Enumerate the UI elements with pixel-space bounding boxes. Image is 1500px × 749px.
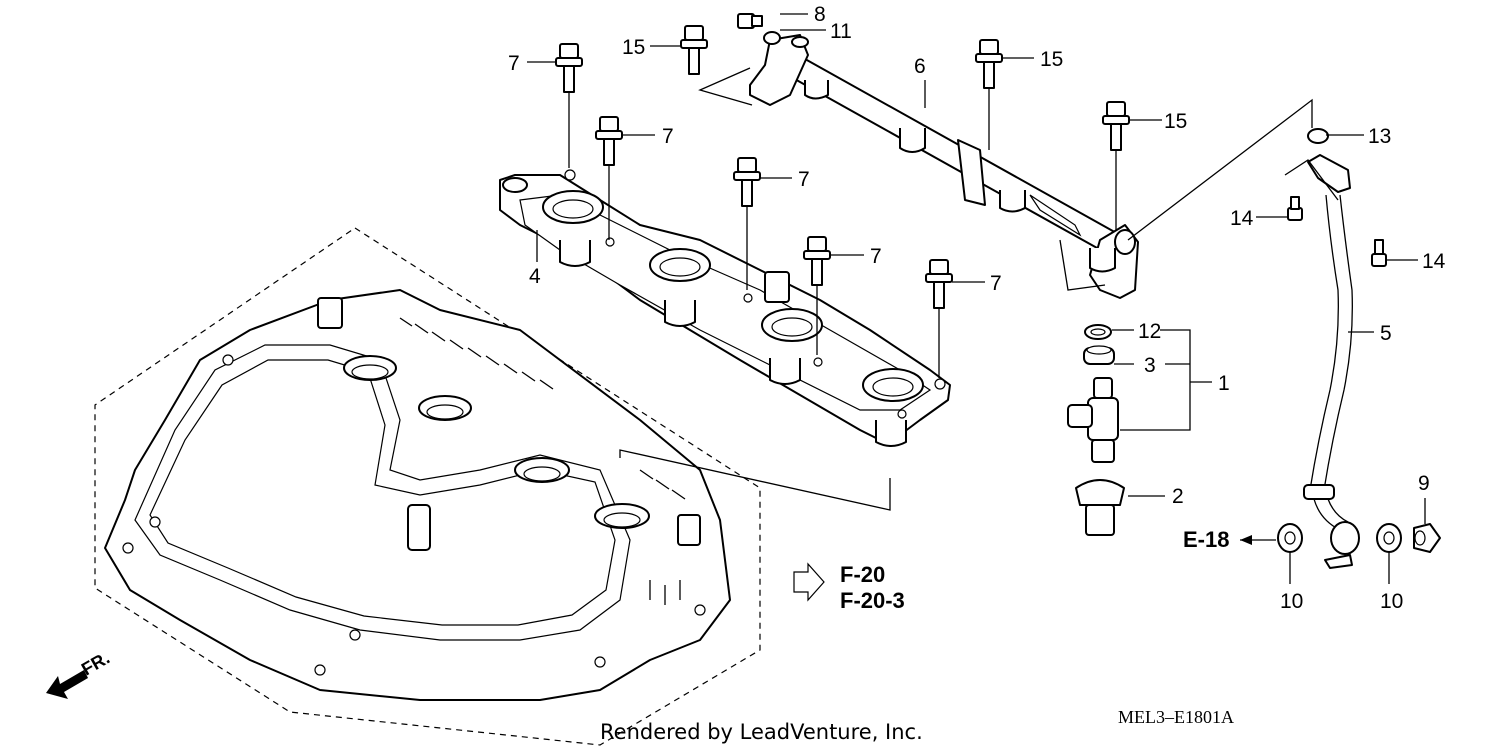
bolt-14a <box>1287 196 1303 221</box>
bolt-15b <box>975 39 1003 150</box>
fuel-hose <box>1277 128 1441 569</box>
bolts <box>555 13 1387 378</box>
bolt-7d <box>803 236 831 355</box>
callout-7e: 7 <box>990 272 1002 295</box>
washer-11 <box>763 31 781 45</box>
callout-15a: 15 <box>622 36 645 59</box>
bolt-8 <box>737 13 763 29</box>
o-ring-13 <box>1307 128 1329 144</box>
bolt-14b <box>1371 239 1387 267</box>
bolt-15c <box>1102 101 1130 230</box>
f20-arrow-icon <box>793 562 825 602</box>
callout-7c: 7 <box>798 168 810 191</box>
callout-14a: 14 <box>1230 207 1254 230</box>
callout-5: 5 <box>1380 322 1392 345</box>
front-arrow-icon <box>46 670 88 699</box>
callout-7d: 7 <box>870 245 882 268</box>
leader-lines <box>527 13 1426 584</box>
callout-1: 1 <box>1218 372 1230 395</box>
callout-7b: 7 <box>662 125 674 148</box>
injector-base <box>499 169 951 447</box>
bolt-15a <box>680 25 708 75</box>
callout-15b: 15 <box>1040 48 1063 71</box>
callout-labels: 1 2 3 4 5 6 7 7 7 7 7 8 9 10 10 11 12 13… <box>508 3 1446 613</box>
fuel-injector <box>1067 377 1119 463</box>
callout-4: 4 <box>529 265 541 288</box>
callout-3: 3 <box>1144 354 1156 377</box>
callout-12: 12 <box>1138 320 1161 343</box>
injector-assembly <box>1067 324 1125 536</box>
ref-f20-3: F-20-3 <box>840 588 905 613</box>
ref-f20: F-20 <box>840 562 885 587</box>
bolt-7c <box>733 157 761 290</box>
callout-2: 2 <box>1172 485 1184 508</box>
ref-e18: E-18 <box>1183 527 1229 552</box>
bolt-7e <box>925 259 953 378</box>
seal-ring-3 <box>1083 345 1115 365</box>
fuel-rail <box>749 34 1139 299</box>
head-cover-dashed-boundary <box>94 227 761 746</box>
banjo-fitting <box>1330 521 1360 555</box>
callout-13: 13 <box>1368 125 1391 148</box>
callout-10b: 10 <box>1380 590 1403 613</box>
callout-10a: 10 <box>1280 590 1303 613</box>
bolt-7a <box>555 43 583 168</box>
render-credit: Rendered by LeadVenture, Inc. <box>600 720 923 744</box>
callout-15c: 15 <box>1164 110 1187 133</box>
diagram-code: MEL3–E1801A <box>1118 707 1234 727</box>
callout-6: 6 <box>914 55 926 78</box>
callout-8: 8 <box>814 3 826 26</box>
bolt-7b <box>595 116 623 240</box>
cylinder-head-cover <box>94 227 761 746</box>
callout-11: 11 <box>830 20 852 43</box>
cushion-2 <box>1075 479 1125 536</box>
callout-14b: 14 <box>1422 250 1446 273</box>
callout-9: 9 <box>1418 472 1430 495</box>
callout-7a: 7 <box>508 52 520 75</box>
e18-arrow-head <box>1240 535 1252 545</box>
